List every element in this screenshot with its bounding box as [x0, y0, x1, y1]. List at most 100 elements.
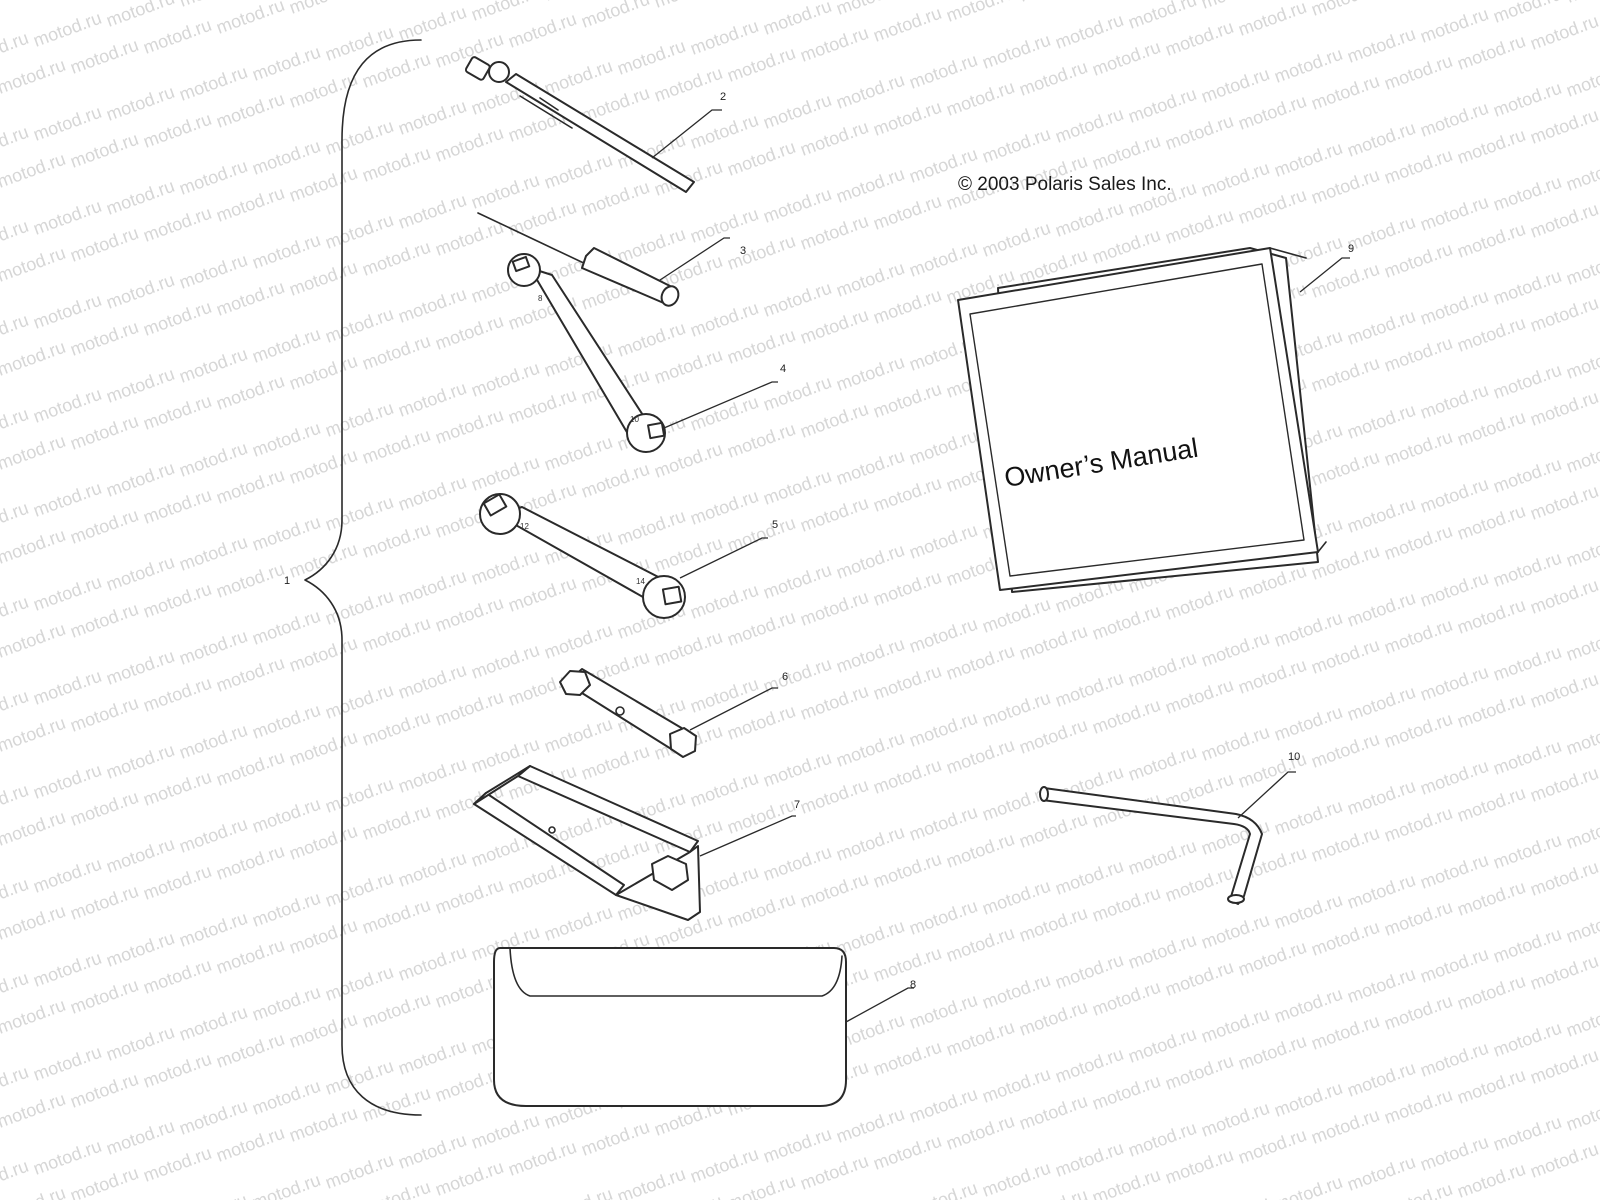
- watermark-text: motod.ru: [1491, 78, 1565, 121]
- watermark-text: motod.ru: [141, 767, 215, 810]
- watermark-text: motod.ru: [761, 842, 835, 885]
- watermark-text: motod.ru: [688, 768, 762, 811]
- watermark-text: motod.ru: [323, 1056, 397, 1099]
- watermark-text: motod.ru: [1017, 903, 1091, 946]
- watermark-text: motod.ru: [0, 995, 68, 1038]
- watermark-text: motod.ru: [1382, 1179, 1456, 1200]
- watermark-text: motod.ru: [506, 573, 580, 616]
- watermark-text: motod.ru: [1309, 541, 1383, 584]
- watermark-text: motod.ru: [761, 560, 835, 603]
- watermark-text: motod.ru: [798, 1151, 872, 1194]
- watermark-text: motod.ru: [652, 1191, 726, 1200]
- watermark-text: motod.ru: [1309, 917, 1383, 960]
- watermark-text: motod.ru: [396, 848, 470, 891]
- watermark-text: motod.ru: [433, 217, 507, 260]
- watermark-text: motod.ru: [798, 493, 872, 536]
- watermark-text: motod.ru: [871, 661, 945, 704]
- watermark-text: motod.ru: [0, 968, 31, 1011]
- watermark-text: motod.ru: [141, 297, 215, 340]
- watermark-text: motod.ru: [1345, 1058, 1419, 1101]
- watermark-text: motod.ru: [1382, 239, 1456, 282]
- watermark-text: motod.ru: [287, 1103, 361, 1146]
- watermark-text: motod.ru: [396, 942, 470, 985]
- watermark-text: motod.ru: [214, 277, 288, 320]
- watermark-text: motod.ru: [287, 1009, 361, 1052]
- watermark-text: motod.ru: [1126, 1024, 1200, 1067]
- callout-8: 8: [910, 979, 916, 991]
- watermark-text: motod.ru: [396, 1130, 470, 1173]
- watermark-text: motod.ru: [871, 943, 945, 986]
- watermark-text: motod.ru: [1199, 910, 1273, 953]
- watermark-text: motod.ru: [1528, 575, 1600, 618]
- watermark-text: motod.ru: [1199, 158, 1273, 201]
- watermark-text: motod.ru: [68, 411, 142, 454]
- watermark-text: motod.ru: [1309, 259, 1383, 302]
- watermark-text: motod.ru: [1309, 729, 1383, 772]
- watermark-text: motod.ru: [1272, 44, 1346, 87]
- watermark-text: motod.ru: [1126, 930, 1200, 973]
- watermark-text: motod.ru: [1017, 997, 1091, 1040]
- watermark-text: motod.ru: [1382, 427, 1456, 470]
- watermark-text: motod.ru: [1053, 198, 1127, 241]
- watermark-text: motod.ru: [944, 735, 1018, 778]
- svg-text:12: 12: [520, 522, 529, 531]
- watermark-text: motod.ru: [1528, 105, 1600, 148]
- watermark-text: motod.ru: [1564, 246, 1600, 289]
- watermark-text: motod.ru: [0, 1089, 68, 1132]
- watermark-text: motod.ru: [1455, 783, 1529, 826]
- watermark-text: motod.ru: [1491, 0, 1565, 27]
- watermark-text: motod.ru: [177, 626, 251, 669]
- watermark-text: motod.ru: [214, 935, 288, 978]
- watermark-text: motod.ru: [1272, 1078, 1346, 1121]
- watermark-text: motod.ru: [725, 325, 799, 368]
- watermark-text: motod.ru: [652, 439, 726, 482]
- watermark-text: motod.ru: [615, 36, 689, 79]
- watermark-text: motod.ru: [31, 1136, 105, 1179]
- callout-7: 7: [794, 799, 800, 811]
- watermark-text: motod.ru: [506, 1137, 580, 1180]
- watermark-text: motod.ru: [214, 653, 288, 696]
- watermark-text: motod.ru: [1090, 131, 1164, 174]
- watermark-text: motod.ru: [68, 787, 142, 830]
- watermark-text: motod.ru: [1418, 4, 1492, 47]
- watermark-text: motod.ru: [506, 197, 580, 240]
- watermark-text: motod.ru: [944, 829, 1018, 872]
- watermark-text: motod.ru: [214, 0, 288, 38]
- leader-6: [689, 687, 778, 731]
- watermark-text: motod.ru: [433, 593, 507, 636]
- watermark-text: motod.ru: [250, 1170, 324, 1200]
- watermark-text: motod.ru: [615, 506, 689, 549]
- watermark-text: motod.ru: [104, 552, 178, 595]
- watermark-text: motod.ru: [323, 210, 397, 253]
- watermark-text: motod.ru: [907, 896, 981, 939]
- watermark-text: motod.ru: [141, 15, 215, 58]
- watermark-text: motod.ru: [1564, 528, 1600, 571]
- watermark-text: motod.ru: [907, 520, 981, 563]
- watermark-text: motod.ru: [944, 0, 1018, 26]
- watermark-text: motod.ru: [396, 284, 470, 327]
- watermark-text: motod.ru: [834, 1104, 908, 1147]
- watermark-text: motod.ru: [104, 364, 178, 407]
- watermark-text: motod.ru: [104, 646, 178, 689]
- watermark-text: motod.ru: [250, 794, 324, 837]
- watermark-text: motod.ru: [798, 399, 872, 442]
- watermark-text: motod.ru: [469, 546, 543, 589]
- watermark-text: motod.ru: [323, 962, 397, 1005]
- watermark-text: motod.ru: [944, 1017, 1018, 1060]
- watermark-text: motod.ru: [287, 727, 361, 770]
- watermark-text: motod.ru: [944, 641, 1018, 684]
- watermark-text: motod.ru: [31, 760, 105, 803]
- watermark-text: motod.ru: [834, 822, 908, 865]
- watermark-text: motod.ru: [1017, 715, 1091, 758]
- watermark-text: motod.ru: [1345, 776, 1419, 819]
- watermark-text: motod.ru: [1017, 57, 1091, 100]
- watermark-text: motod.ru: [1455, 689, 1529, 732]
- watermark-text: motod.ru: [688, 204, 762, 247]
- callout-4: 4: [780, 363, 786, 375]
- watermark-text: motod.ru: [104, 270, 178, 313]
- watermark-text: motod.ru: [360, 1083, 434, 1126]
- watermark-text: motod.ru: [615, 318, 689, 361]
- watermark-text: motod.ru: [725, 513, 799, 556]
- watermark-text: motod.ru: [396, 1036, 470, 1079]
- watermark-text: motod.ru: [1309, 823, 1383, 866]
